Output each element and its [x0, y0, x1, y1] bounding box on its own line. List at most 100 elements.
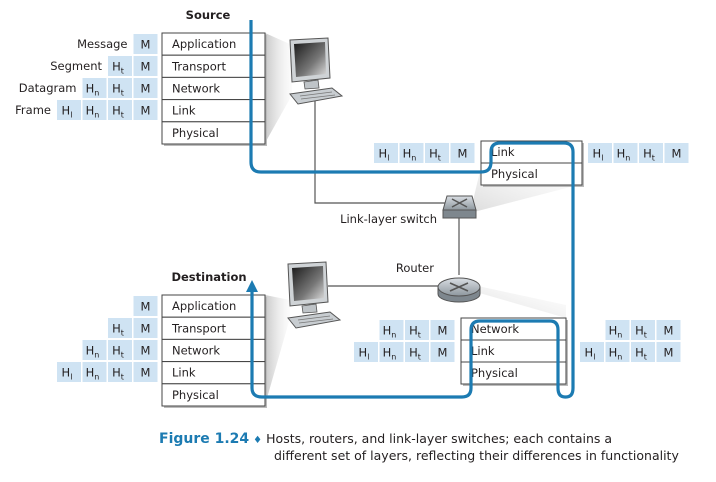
destination-layer-label: Transport [171, 321, 226, 335]
header-cell-text: Hl [359, 346, 370, 362]
switch-layer-label: Link [491, 145, 515, 159]
header-cell-l [354, 342, 378, 362]
message-cell [430, 320, 455, 340]
source-layer-label: Application [172, 37, 236, 51]
header-cell-t [108, 56, 132, 76]
source-projection-beam [265, 33, 292, 143]
destination-projection-beam [265, 295, 290, 405]
destination-pdu-row: M [133, 296, 158, 316]
header-cell-n [379, 342, 404, 362]
header-cell-text: Hl [62, 366, 73, 382]
figure-number: Figure 1.24 [159, 431, 250, 447]
header-cell-t [108, 362, 132, 382]
message-cell [133, 34, 158, 54]
header-cell-text: M [141, 300, 151, 314]
header-cell-text: M [664, 346, 674, 360]
header-cell-text: M [141, 366, 151, 380]
data-path [249, 20, 575, 399]
header-cell-text: M [141, 38, 151, 52]
destination-layer-label: Network [172, 344, 220, 358]
destination-layer-physical [161, 383, 266, 407]
header-cell-text: M [438, 346, 448, 360]
header-cell-text: Ht [635, 346, 647, 362]
header-cell-text: M [141, 322, 151, 336]
message-cell [133, 340, 158, 360]
header-cell-text: M [672, 147, 682, 161]
header-cell-text: M [141, 344, 151, 358]
header-cell-text: Ht [112, 344, 124, 360]
switch-layer-label: Physical [491, 167, 538, 181]
header-cell-n [82, 100, 107, 120]
source-layer-physical [161, 121, 266, 145]
header-cell-l [374, 143, 398, 163]
header-cell-text: Hl [585, 346, 596, 362]
header-cell-text: Ht [429, 147, 441, 163]
physical-links [314, 98, 460, 287]
message-cell [133, 100, 158, 120]
router-layer-physical [460, 361, 567, 385]
source-layer-label: Network [172, 82, 220, 96]
header-cell-text: Ht [112, 322, 124, 338]
pdu-label: Message [77, 37, 127, 51]
header-cell-text: Ht [643, 147, 655, 163]
data-path-source-to-switch [249, 20, 575, 399]
pdu-label: Datagram [19, 81, 77, 95]
header-cell-t [108, 318, 132, 338]
figure-caption: Figure 1.24♦Hosts, routers, and link-lay… [159, 431, 716, 463]
header-cell-text: Ht [112, 366, 124, 382]
header-cell-text: Ht [112, 60, 124, 76]
destination-layer-label: Link [172, 366, 196, 380]
switch-layer-physical [480, 162, 583, 186]
message-cell [133, 78, 158, 98]
message-cell [450, 143, 475, 163]
header-cell-t [405, 342, 429, 362]
source-layer-label: Link [172, 104, 196, 118]
pdu-label: Frame [15, 103, 51, 117]
header-cell-text: Ht [409, 346, 421, 362]
message-cell [430, 342, 455, 362]
source-title: Source [186, 8, 231, 22]
header-cell-n [605, 342, 630, 362]
source-layer-label: Physical [172, 126, 219, 140]
header-cell-l [588, 143, 612, 163]
network-layers-diagram: ApplicationTransportNetworkLinkPhysicalA… [15, 8, 689, 408]
header-cell-t [631, 320, 655, 340]
header-cell-n [379, 320, 404, 340]
destination-layer-label: Physical [172, 388, 219, 402]
caption-line-1: Hosts, routers, and link-layer switches;… [266, 431, 613, 446]
destination-computer-icon [287, 261, 342, 329]
bullet-icon: ♦ [253, 435, 263, 446]
header-cell-text: M [141, 104, 151, 118]
header-cell-n [399, 143, 424, 163]
header-cell-t [639, 143, 663, 163]
header-cell-text: M [664, 324, 674, 338]
router-projection-beam [476, 286, 566, 318]
switch-icon [442, 195, 477, 219]
header-cell-text: Ht [112, 82, 124, 98]
header-cell-text: Ht [112, 104, 124, 120]
router-layer-label: Link [471, 344, 495, 358]
header-cell-l [57, 362, 81, 382]
source-layer-label: Transport [171, 59, 226, 73]
message-cell [664, 143, 689, 163]
source-to-switch-wire [314, 98, 445, 204]
switch-label: Link-layer switch [340, 212, 437, 226]
header-cell-text: Ht [409, 324, 421, 340]
caption-line-2: different set of layers, reflecting thei… [274, 448, 679, 463]
destination-pdu-row: Ht M [108, 318, 158, 338]
header-cell-n [613, 143, 638, 163]
message-cell [133, 318, 158, 338]
header-cell-l [57, 100, 81, 120]
message-cell [133, 362, 158, 382]
